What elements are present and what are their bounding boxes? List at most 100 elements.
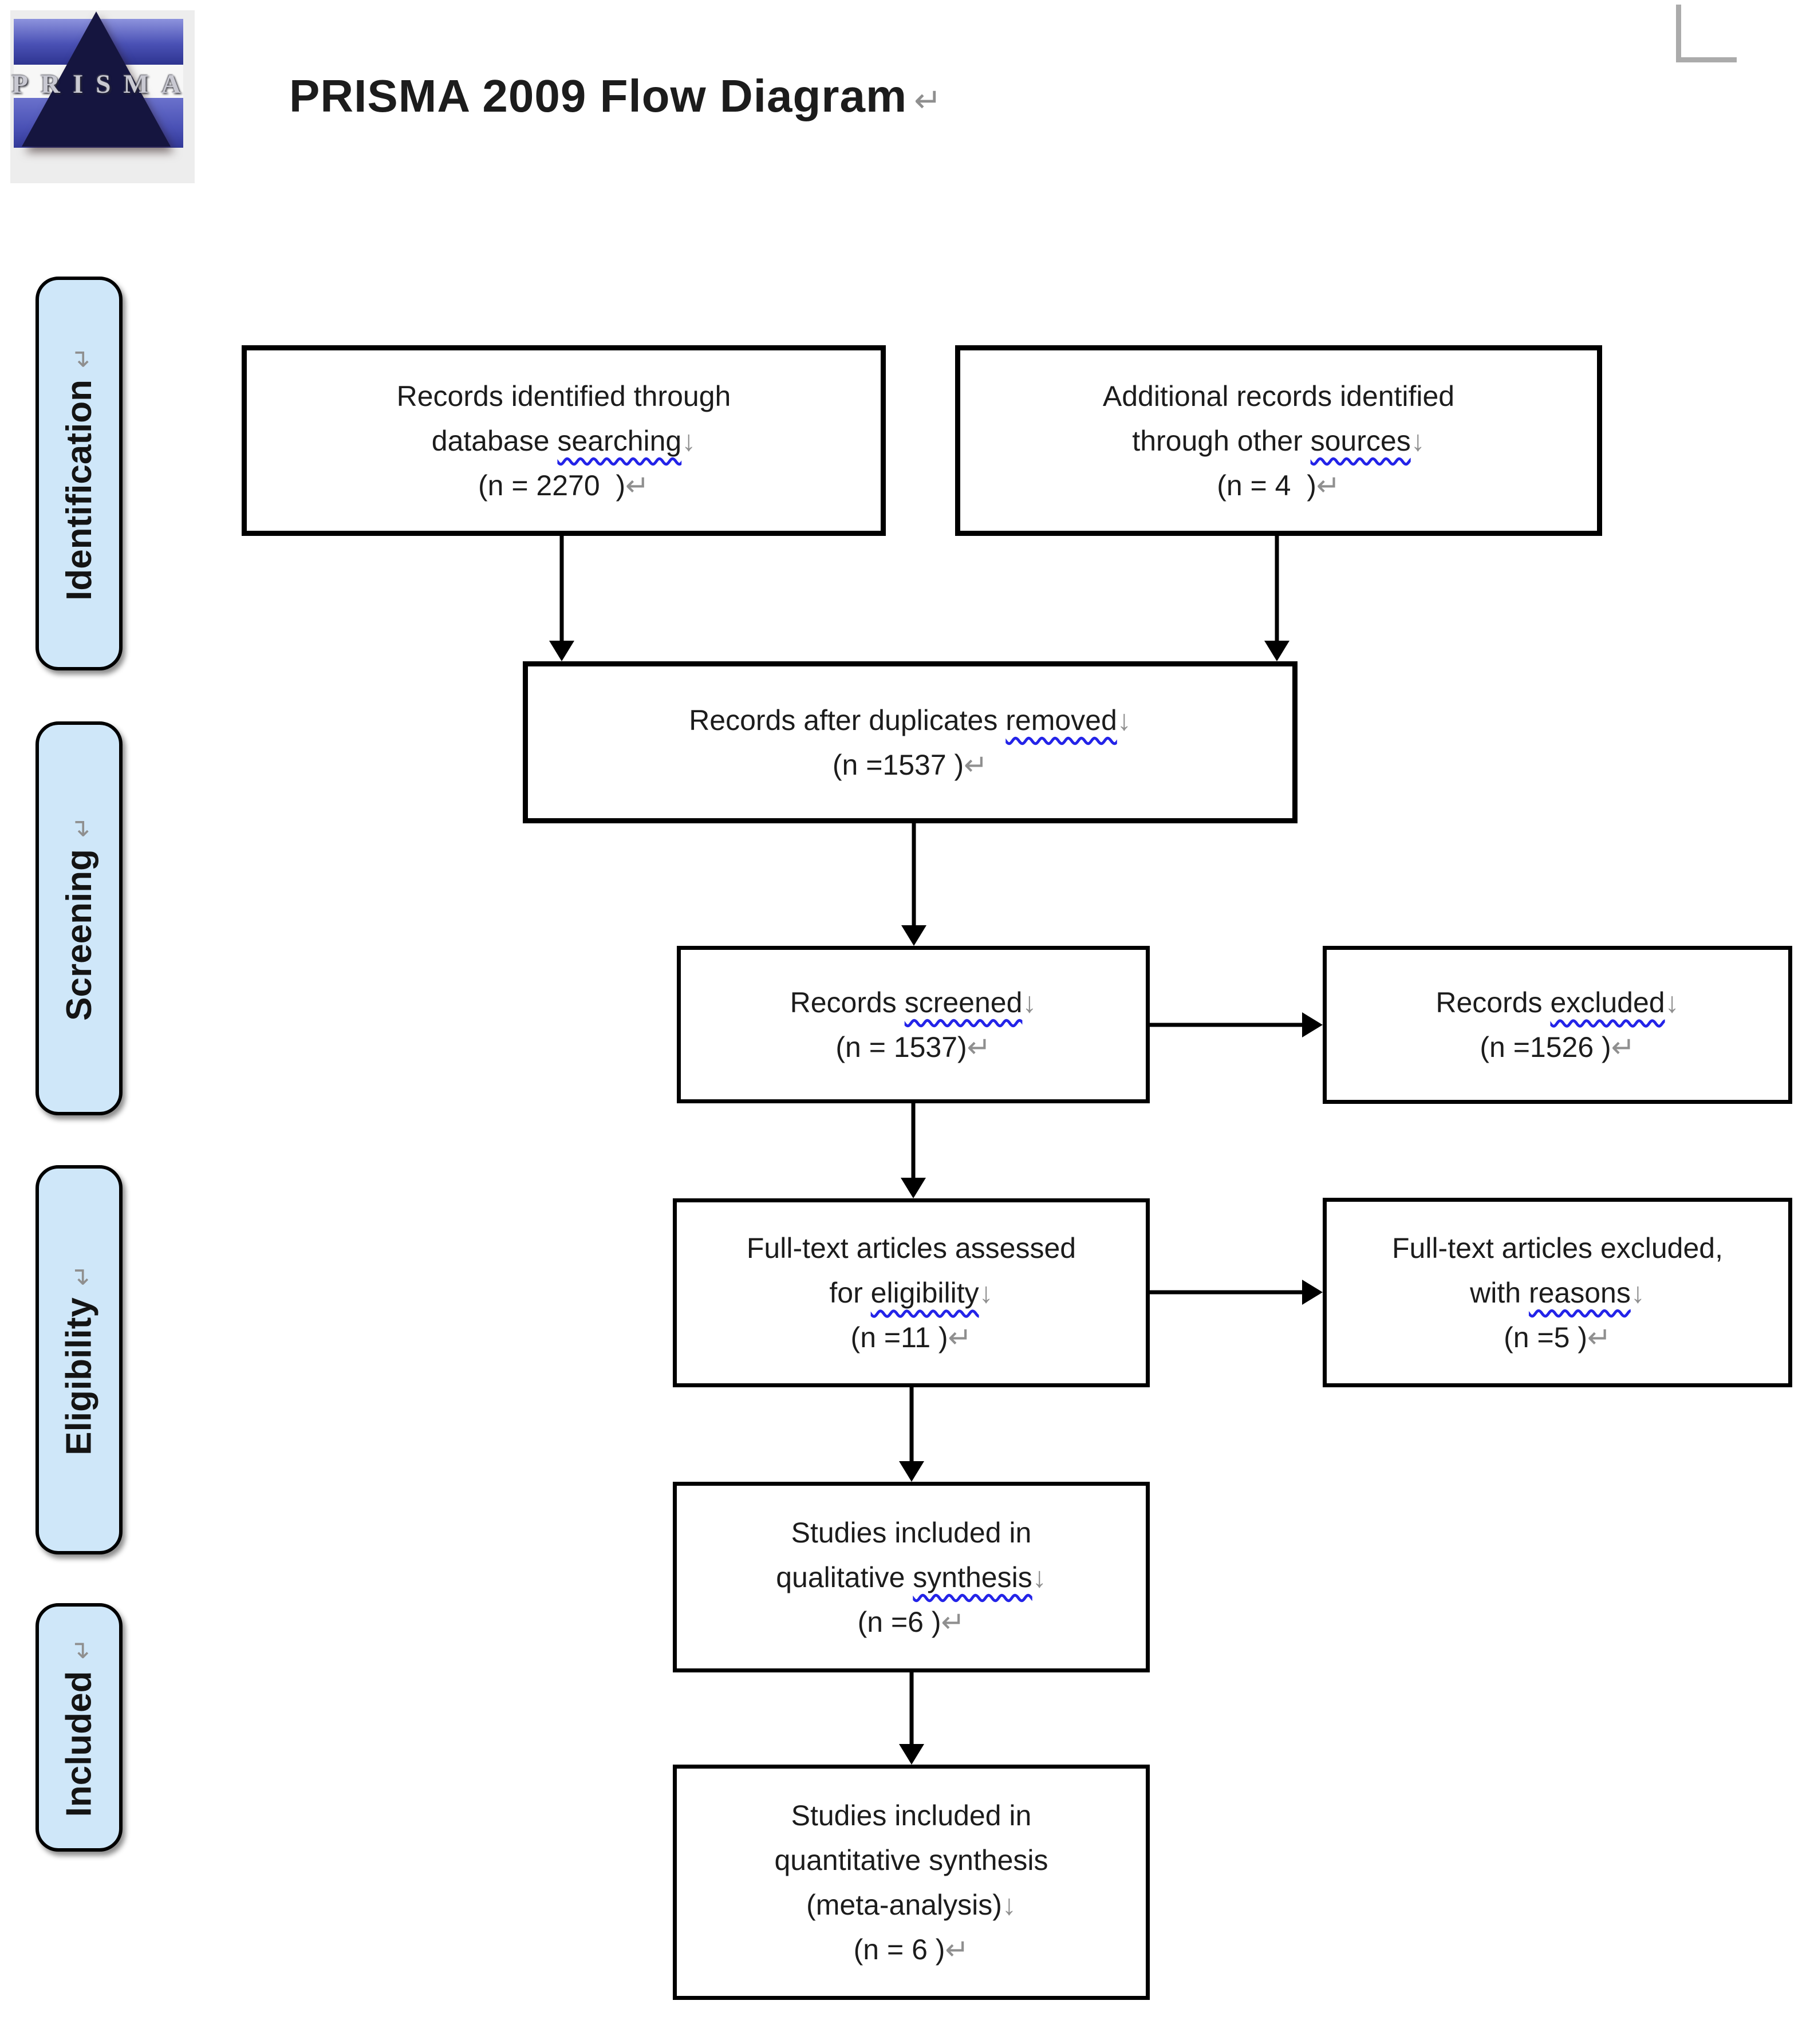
logo-wordmark: PRISMA xyxy=(11,69,194,99)
box-text-line: (n = 6 )↵ xyxy=(854,1927,969,1972)
format-mark: ↵ xyxy=(941,1605,965,1638)
format-mark: ↓ xyxy=(681,424,696,457)
box-text-line: Records screened↓ xyxy=(790,980,1037,1025)
format-mark: ↵ xyxy=(967,1031,991,1063)
box-text-line: Full-text articles assessed xyxy=(747,1226,1076,1270)
prisma-logo[interactable]: PRISMA xyxy=(10,10,195,183)
box-text-segment: (n = 6 ) xyxy=(853,1933,945,1966)
box-text-line: (n =1537 )↵ xyxy=(833,743,988,787)
stage-label-text: Included ↵ xyxy=(59,1638,100,1817)
box-text-line: Records after duplicates removed↓ xyxy=(689,698,1131,743)
box-text-line: Full-text articles excluded, xyxy=(1392,1226,1723,1270)
stage-label-included[interactable]: Included ↵ xyxy=(36,1603,123,1852)
flow-box-records-excluded[interactable]: Records excluded↓ (n =1526 )↵ xyxy=(1323,946,1792,1104)
format-mark: ↓ xyxy=(1410,424,1425,457)
box-text-segment: (n =11 ) xyxy=(850,1321,948,1354)
arrow-screened-to-excluded xyxy=(1150,1012,1323,1037)
arrow-shaft xyxy=(909,1672,914,1747)
stage-label-screening[interactable]: Screening↵ xyxy=(36,721,123,1115)
box-text-line: (n =11 )↵ xyxy=(851,1315,972,1360)
arrowhead-down-icon xyxy=(899,1744,924,1765)
corner-mark-vertical xyxy=(1676,5,1681,62)
stage-label-text: Eligibility ↵ xyxy=(59,1265,100,1455)
arrowhead-right-icon xyxy=(1302,1012,1323,1037)
arrow-fulltext-to-qualitative xyxy=(899,1387,924,1482)
format-mark: ↵ xyxy=(964,748,988,781)
line-break-mark: ↵ xyxy=(68,1638,97,1659)
arrow-screened-to-fulltext xyxy=(901,1103,926,1198)
box-text-line: (n =5 )↵ xyxy=(1504,1315,1611,1360)
format-mark: ↓ xyxy=(1022,986,1037,1019)
format-mark: ↓ xyxy=(1117,704,1131,736)
format-mark: ↵ xyxy=(1611,1031,1635,1063)
line-break-mark: ↵ xyxy=(68,346,97,368)
spellcheck-flagged-word: reasons xyxy=(1528,1276,1631,1309)
line-break-mark: ↵ xyxy=(68,1264,97,1286)
format-mark: ↓ xyxy=(1665,987,1679,1019)
arrow-duplicates-to-screened xyxy=(901,823,926,946)
box-text-segment: with xyxy=(1470,1276,1529,1309)
flow-box-records-after-duplicates-removed[interactable]: Records after duplicates removed↓(n =153… xyxy=(523,661,1298,823)
arrow-shaft xyxy=(1275,535,1279,644)
box-text-line: quantitative synthesis xyxy=(774,1838,1048,1883)
stage-label-included-text: Included xyxy=(59,1670,99,1817)
format-mark: ↵ xyxy=(948,1321,972,1354)
box-text-segment: Full-text articles excluded, xyxy=(1391,1232,1723,1264)
stage-label-eligibility-text: Eligibility xyxy=(59,1297,99,1455)
spellcheck-flagged-word: searching xyxy=(557,424,682,457)
box-text-segment: Records after duplicates xyxy=(689,704,1006,736)
format-mark: ↵ xyxy=(1316,469,1340,502)
box-text-segment: Studies included in xyxy=(791,1516,1032,1549)
box-text-segment: (n =1537 ) xyxy=(832,748,964,781)
arrow-qualitative-to-quantitative xyxy=(899,1672,924,1765)
box-text-line: Additional records identified xyxy=(1103,374,1454,419)
box-text-line: (n = 1537)↵ xyxy=(835,1025,991,1070)
arrow-shaft xyxy=(911,1103,916,1181)
arrow-shaft xyxy=(559,535,564,644)
box-text-segment: (n = 2270 ) xyxy=(478,469,626,502)
arrow-additional-to-duplicates xyxy=(1264,535,1289,661)
spellcheck-flagged-word: sources xyxy=(1310,424,1411,457)
format-mark: ↵ xyxy=(625,469,649,502)
stage-label-text: Screening↵ xyxy=(59,816,100,1021)
spellcheck-flagged-word: removed xyxy=(1005,704,1117,736)
stage-label-text: Identification↵ xyxy=(59,347,100,601)
arrow-shaft xyxy=(909,1387,914,1465)
box-text-segment: Studies included in xyxy=(791,1799,1032,1832)
box-text-segment: Records xyxy=(1436,987,1551,1019)
box-text-segment: database xyxy=(431,424,558,457)
box-text-segment: Records xyxy=(790,986,905,1019)
arrow-shaft xyxy=(1150,1023,1306,1027)
flow-box-fulltext-excluded[interactable]: Full-text articles excluded, with reasons… xyxy=(1323,1198,1792,1387)
box-text-line: (n =6 )↵ xyxy=(858,1600,965,1644)
format-mark: ↓ xyxy=(1630,1276,1645,1309)
box-text-segment: (n = 1537) xyxy=(835,1031,967,1063)
arrowhead-right-icon xyxy=(1302,1280,1323,1305)
flow-box-qualitative-synthesis[interactable]: Studies included in qualitative synthesis… xyxy=(673,1482,1150,1672)
stage-label-screening-text: Screening xyxy=(59,849,99,1021)
box-text-segment: (n =1526 ) xyxy=(1480,1031,1611,1063)
box-text-line: Studies included in xyxy=(791,1793,1032,1838)
flow-box-quantitative-synthesis[interactable]: Studies included in quantitative synthesi… xyxy=(673,1765,1150,2000)
box-text-line: database searching↓ xyxy=(432,419,696,463)
stage-label-eligibility[interactable]: Eligibility ↵ xyxy=(36,1165,123,1554)
spellcheck-flagged-word: synthesis xyxy=(913,1561,1032,1593)
corner-mark-horizontal xyxy=(1676,57,1737,62)
arrow-shaft xyxy=(1150,1290,1306,1295)
box-text-line: for eligibility↓ xyxy=(829,1270,993,1315)
spellcheck-flagged-word: excluded xyxy=(1550,987,1665,1019)
arrow-fulltext-to-fulltext-excluded xyxy=(1150,1280,1323,1305)
stage-label-identification[interactable]: Identification↵ xyxy=(36,277,123,670)
box-text-line: Records identified through xyxy=(397,374,731,419)
box-text-line: (n =1526 )↵ xyxy=(1480,1025,1635,1070)
spellcheck-flagged-word: eligibility xyxy=(870,1277,979,1309)
arrow-identified-to-duplicates xyxy=(549,535,574,661)
flow-box-records-screened[interactable]: Records screened↓(n = 1537)↵ xyxy=(677,946,1150,1103)
box-text-line: qualitative synthesis↓ xyxy=(776,1555,1046,1600)
format-mark: ↵ xyxy=(945,1933,969,1966)
arrowhead-down-icon xyxy=(549,641,574,661)
